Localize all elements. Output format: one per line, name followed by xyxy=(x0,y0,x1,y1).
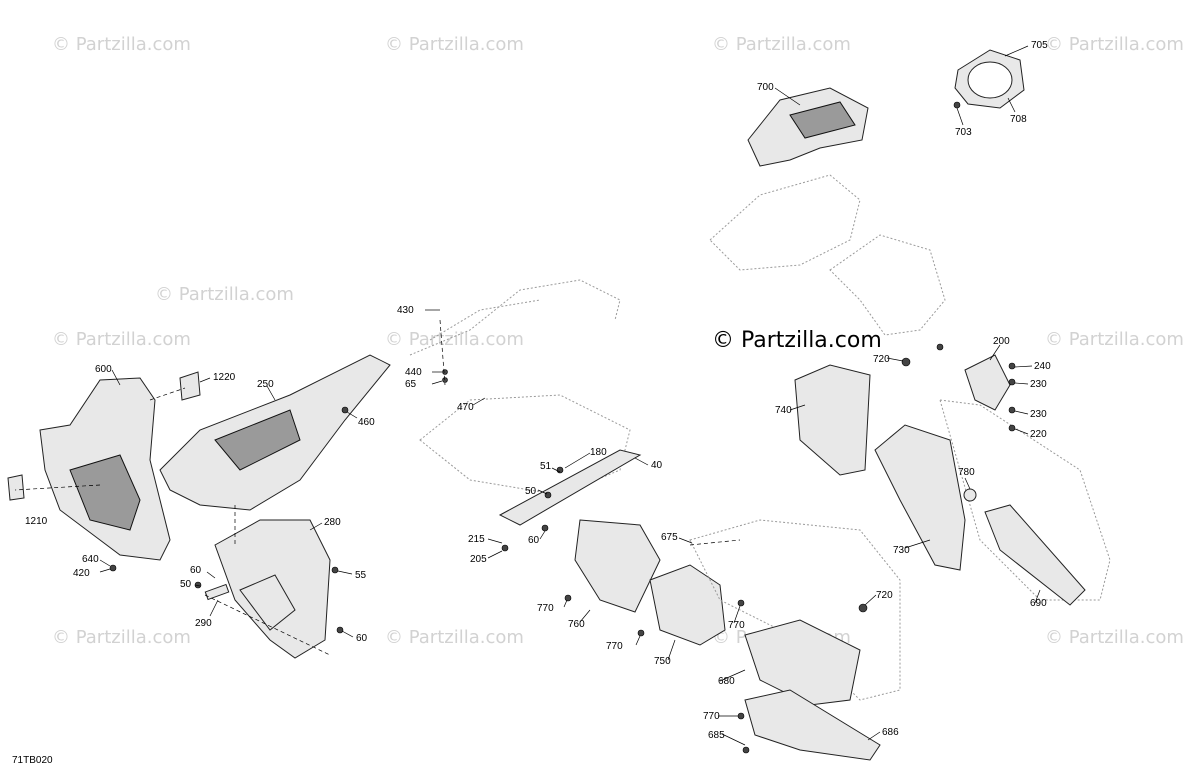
diagram-code: 71TB020 xyxy=(12,755,53,766)
callout-60a[interactable]: 60 xyxy=(190,565,202,576)
callout-leaders xyxy=(99,45,1041,746)
part-600-left-panel[interactable] xyxy=(39,377,171,561)
callout-708[interactable]: 708 xyxy=(1010,114,1027,125)
callout-230b[interactable]: 230 xyxy=(1030,409,1047,420)
callout-430[interactable]: 430 xyxy=(397,305,414,316)
part-280-bracket[interactable] xyxy=(214,519,331,659)
callout-730[interactable]: 730 xyxy=(893,545,910,556)
callout-690[interactable]: 690 xyxy=(1030,598,1047,609)
watermark-text: © Partzilla.com xyxy=(1045,34,1184,55)
part-705-gauge-bezel[interactable] xyxy=(954,49,1025,109)
callout-685[interactable]: 685 xyxy=(708,730,725,741)
part-760-panel[interactable] xyxy=(574,519,661,613)
ghost-floor-panel xyxy=(419,394,631,496)
callout-1220[interactable]: 1220 xyxy=(213,372,236,383)
watermark-text: © Partzilla.com xyxy=(52,34,191,55)
callout-280[interactable]: 280 xyxy=(324,517,341,528)
center-watermark: © Partzilla.com xyxy=(712,328,882,353)
callout-750[interactable]: 750 xyxy=(654,656,671,667)
callout-460[interactable]: 460 xyxy=(358,417,375,428)
callout-215[interactable]: 215 xyxy=(468,534,485,545)
assembly-guide-lines xyxy=(14,319,741,656)
part-730-rear-panel[interactable] xyxy=(874,424,966,571)
callout-680[interactable]: 680 xyxy=(718,676,735,687)
watermark-text: © Partzilla.com xyxy=(385,329,524,350)
part-290-latch[interactable] xyxy=(204,583,230,601)
part-780-grommet[interactable] xyxy=(963,488,977,502)
part-750-cover[interactable] xyxy=(649,564,726,646)
part-740-side-panel[interactable] xyxy=(794,364,871,476)
callout-780[interactable]: 780 xyxy=(958,467,975,478)
callout-770d[interactable]: 770 xyxy=(703,711,720,722)
watermark-text: © Partzilla.com xyxy=(1045,627,1184,648)
callout-770a[interactable]: 770 xyxy=(537,603,554,614)
watermark-text: © Partzilla.com xyxy=(52,627,191,648)
part-700-console[interactable] xyxy=(747,87,869,167)
callout-240[interactable]: 240 xyxy=(1034,361,1051,372)
callout-51[interactable]: 51 xyxy=(540,461,552,472)
callout-720b[interactable]: 720 xyxy=(873,354,890,365)
ghost-rear-tub xyxy=(689,399,1111,701)
callout-250[interactable]: 250 xyxy=(257,379,274,390)
callout-440[interactable]: 440 xyxy=(405,367,422,378)
watermark-text: © Partzilla.com xyxy=(712,34,851,55)
part-690-panel[interactable] xyxy=(984,504,1086,606)
callout-700[interactable]: 700 xyxy=(757,82,774,93)
hardware-screws xyxy=(109,101,1016,754)
part-1210-decal[interactable] xyxy=(7,474,25,501)
callout-230a[interactable]: 230 xyxy=(1030,379,1047,390)
callout-470[interactable]: 470 xyxy=(457,402,474,413)
part-1220-decal[interactable] xyxy=(179,371,201,401)
callout-50b[interactable]: 50 xyxy=(525,486,537,497)
callout-55[interactable]: 55 xyxy=(355,570,367,581)
callout-686[interactable]: 686 xyxy=(882,727,899,738)
watermark-text: © Partzilla.com xyxy=(385,34,524,55)
callout-675[interactable]: 675 xyxy=(661,532,678,543)
callout-760[interactable]: 760 xyxy=(568,619,585,630)
callout-770c[interactable]: 770 xyxy=(728,620,745,631)
part-680-fender[interactable] xyxy=(744,619,861,706)
callout-labels: 700 705 703 708 600 1220 250 460 430 440… xyxy=(25,40,1051,741)
part-250-center-console[interactable] xyxy=(159,354,391,511)
callout-60c[interactable]: 60 xyxy=(528,535,540,546)
callout-290[interactable]: 290 xyxy=(195,618,212,629)
callout-640[interactable]: 640 xyxy=(82,554,99,565)
part-200-bracket[interactable] xyxy=(964,354,1011,411)
watermark-text: © Partzilla.com xyxy=(1045,329,1184,350)
ghost-dashboard-frame xyxy=(709,174,946,336)
watermark-text: © Partzilla.com xyxy=(52,329,191,350)
callout-740[interactable]: 740 xyxy=(775,405,792,416)
callout-220[interactable]: 220 xyxy=(1030,429,1047,440)
callout-200[interactable]: 200 xyxy=(993,336,1010,347)
callout-60b[interactable]: 60 xyxy=(356,633,368,644)
callout-65[interactable]: 65 xyxy=(405,379,417,390)
watermark-text: © Partzilla.com xyxy=(155,284,294,305)
callout-420[interactable]: 420 xyxy=(73,568,90,579)
part-40-cross-member[interactable] xyxy=(498,449,642,526)
callout-705[interactable]: 705 xyxy=(1031,40,1048,51)
callout-720a[interactable]: 720 xyxy=(876,590,893,601)
callout-180[interactable]: 180 xyxy=(590,447,607,458)
callout-50a[interactable]: 50 xyxy=(180,579,192,590)
callout-1210[interactable]: 1210 xyxy=(25,516,48,527)
part-686-rear-trim[interactable] xyxy=(744,689,881,761)
callout-600[interactable]: 600 xyxy=(95,364,112,375)
watermark-text: © Partzilla.com xyxy=(385,627,524,648)
callout-205[interactable]: 205 xyxy=(470,554,487,565)
callout-770b[interactable]: 770 xyxy=(606,641,623,652)
callout-703[interactable]: 703 xyxy=(955,127,972,138)
callout-40[interactable]: 40 xyxy=(651,460,663,471)
